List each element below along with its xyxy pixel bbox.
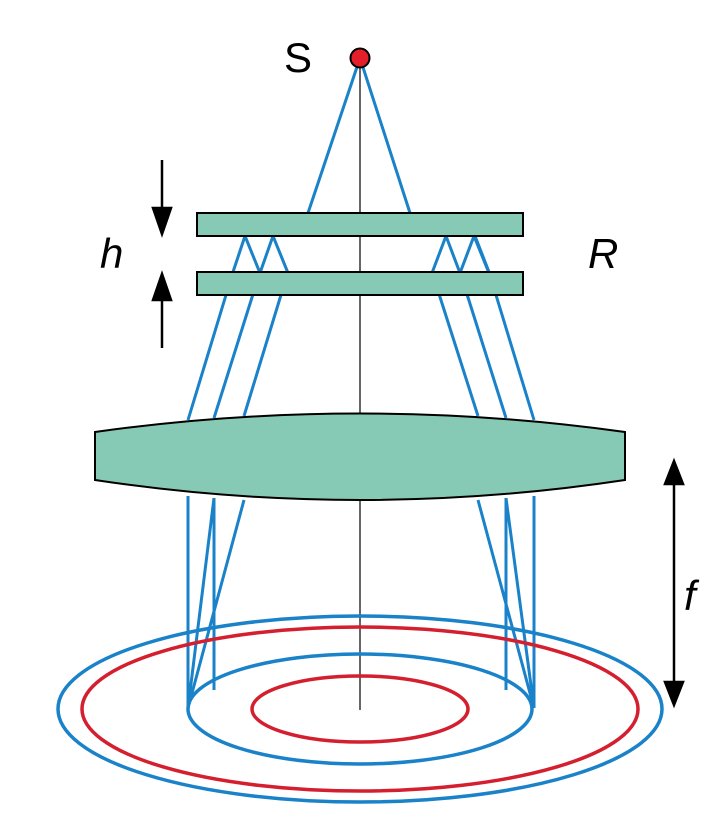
gap-label: h <box>100 230 123 277</box>
focusing-lens <box>94 412 626 501</box>
source-point <box>349 47 371 69</box>
incident-rays <box>306 57 412 214</box>
transmitted-rays <box>186 235 536 421</box>
focused-rays <box>186 496 536 709</box>
ring-outer-red <box>80 625 640 793</box>
reflectivity-label: R <box>588 230 618 277</box>
ring-inner-blue <box>186 652 534 766</box>
lower-plate <box>196 271 524 296</box>
ring-outer-blue <box>56 614 664 804</box>
focal-length-label: f <box>684 572 700 619</box>
reflected-rays <box>243 231 491 278</box>
source-label: S <box>284 34 312 81</box>
gap-arrows <box>151 160 173 348</box>
ring-inner-red <box>250 674 470 744</box>
focal-length-arrow <box>663 457 685 709</box>
fringe-rings <box>56 614 664 804</box>
upper-plate <box>196 212 524 237</box>
